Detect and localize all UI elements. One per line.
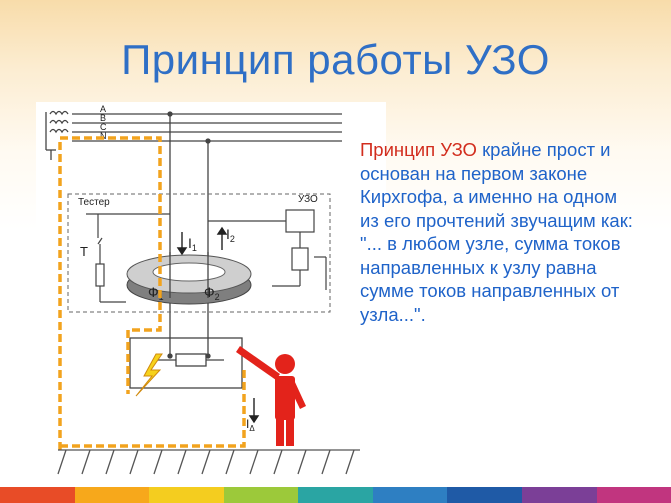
description-text: крайне прост и основан на первом законе … [360,139,633,325]
description-highlight: Принцип УЗО [360,139,477,160]
slide-description: Принцип УЗО крайне прост и основан на пе… [360,138,640,326]
leakage-current-path [58,136,246,450]
bottom-bar-segment-5 [298,487,373,503]
rcd-housing-outline [67,193,331,313]
tester-label: Тестер [78,197,110,208]
phase-labels: A B C N [100,104,107,141]
bottom-bar-segment-4 [223,487,299,503]
bottom-bar-segment-7 [447,487,522,503]
bottom-bar-segment-6 [372,487,448,503]
phase-label-c: C [100,122,107,132]
ground-symbol [57,449,360,475]
bottom-color-bar [0,487,671,503]
current-idelta-label: IΔ [246,417,255,433]
supply-lines [45,110,342,160]
trip-relay [208,209,327,290]
bottom-bar-segment-3 [149,487,224,503]
tester-t-label: Т [80,244,88,259]
bottom-bar-segment-1 [0,487,75,503]
phase-label-a: A [100,104,106,114]
slide-title: Принцип работы УЗО [121,36,550,83]
phase-label-n: N [100,131,107,141]
current-i1-label: I1 [188,235,197,253]
bottom-bar-segment-9 [596,487,671,503]
tester-circuit [86,213,170,303]
current-i2-label: I2 [226,226,235,244]
flux-f2-label: Ф2 [204,284,220,302]
phase-label-b: B [100,113,106,123]
rcd-diagram: A B C N Тестер УЗО [36,102,386,486]
toroidal-core [126,252,252,305]
bottom-bar-segment-8 [521,487,597,503]
conductors [129,111,243,389]
bottom-bar-segment-2 [74,487,150,503]
rcd-circuit-svg: A B C N Тестер УЗО [45,104,360,475]
person-icon [236,346,306,446]
uzo-label: УЗО [298,194,318,205]
current-arrows [176,226,260,424]
fault-spark-icon [135,353,163,397]
